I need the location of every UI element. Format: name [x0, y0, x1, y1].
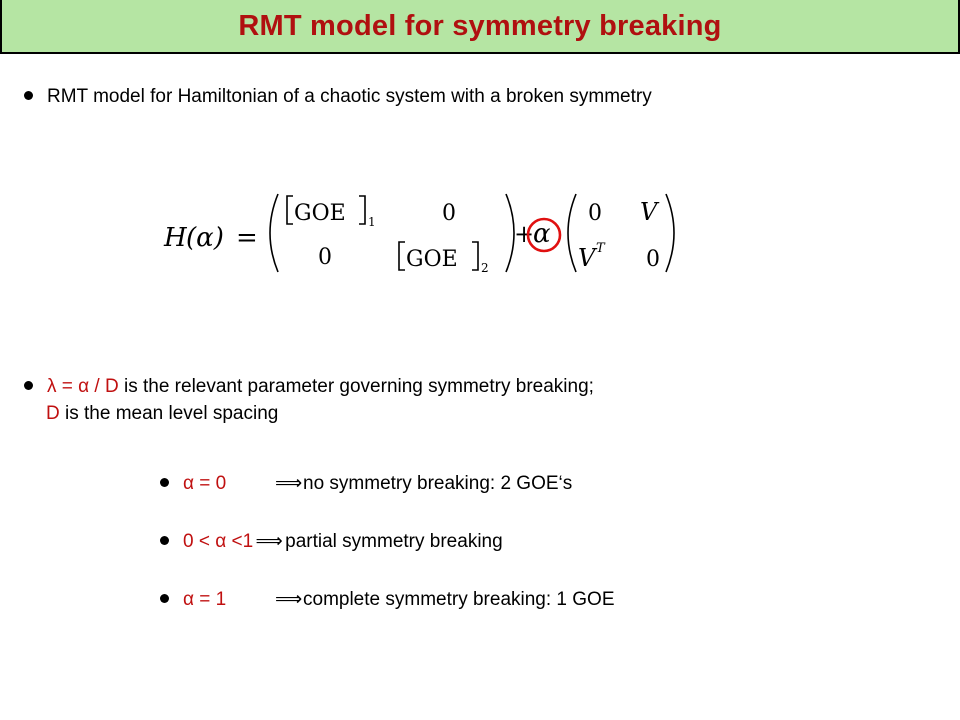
bullet-lambda: λ = α / D is the relevant parameter gove… — [24, 376, 594, 398]
case-condition: α = 1 — [183, 589, 227, 610]
matrix2-V: V — [640, 198, 660, 226]
implies-icon: ⟹ — [255, 531, 283, 552]
eq-equals: = — [236, 223, 258, 253]
bullet-rmt-model: RMT model for Hamiltonian of a chaotic s… — [24, 86, 652, 108]
case-condition: α = 0 — [183, 473, 227, 494]
lambda-definition: λ = α / D — [47, 376, 119, 397]
mean-level-spacing-text: is the mean level spacing — [59, 403, 279, 424]
hamiltonian-equation: H (α) = GOE 1 0 0 GOE 2 + α 0 V V T 0 — [163, 193, 675, 275]
eq-alpha-arg: (α) — [186, 223, 224, 253]
lambda-description: is the relevant parameter governing symm… — [118, 376, 594, 397]
implies-icon: ⟹ — [275, 589, 303, 610]
bullet-dot — [160, 536, 169, 545]
case-condition: 0 < α <1 — [183, 531, 254, 552]
matrix2-zero-top: 0 — [588, 201, 602, 226]
matrix2-VT: V — [578, 244, 598, 272]
bullet-dot — [24, 381, 33, 390]
eq-H: H — [163, 223, 188, 253]
bullet-dot — [160, 478, 169, 487]
case-result: complete symmetry breaking: 1 GOE — [303, 589, 615, 610]
bullet-dot — [24, 91, 33, 100]
matrix1-zero-bottom: 0 — [318, 245, 332, 270]
implies-icon: ⟹ — [275, 473, 303, 494]
matrix2-VT-superscript: T — [596, 241, 606, 256]
case-no-breaking: α = 0 ⟹no symmetry breaking: 2 GOE‘s — [160, 472, 572, 495]
bullet-text: RMT model for Hamiltonian of a chaotic s… — [47, 86, 652, 107]
matrix1-zero-top: 0 — [442, 201, 456, 226]
matrix2-right-paren — [665, 193, 675, 273]
case-complete-breaking: α = 1 ⟹complete symmetry breaking: 1 GOE — [160, 588, 615, 611]
case-partial-breaking: 0 < α <1⟹partial symmetry breaking — [160, 530, 503, 553]
goe-block-2: GOE — [406, 247, 458, 272]
matrix1-left-paren — [269, 193, 279, 273]
goe-block-2-sub: 2 — [481, 261, 489, 275]
eq-alpha: α — [533, 219, 551, 249]
page-title: RMT model for symmetry breaking — [238, 9, 722, 42]
case-result: no symmetry breaking: 2 GOE‘s — [303, 473, 573, 494]
bullet-dot — [160, 594, 169, 603]
matrix1-right-paren — [505, 193, 515, 273]
case-result: partial symmetry breaking — [285, 531, 503, 552]
mean-level-spacing-line: D is the mean level spacing — [46, 403, 278, 425]
matrix2-left-paren — [567, 193, 577, 273]
D-symbol: D — [46, 403, 60, 424]
goe-block-1: GOE — [294, 201, 346, 226]
goe-block-1-sub: 1 — [368, 215, 376, 229]
alpha-highlight-circle — [526, 217, 562, 253]
title-bar: RMT model for symmetry breaking — [0, 0, 960, 54]
matrix2-zero-bottom: 0 — [646, 247, 660, 272]
